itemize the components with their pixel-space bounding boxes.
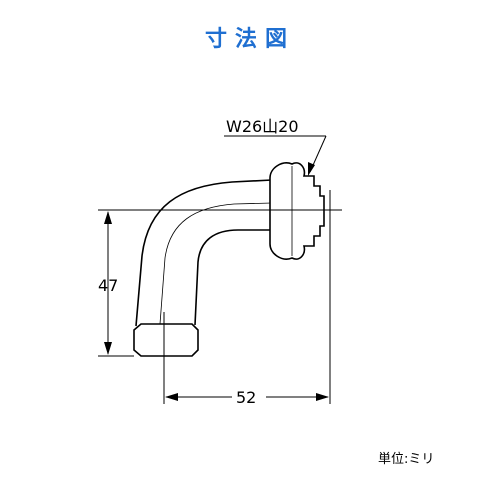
thread-label: W26山20	[226, 117, 299, 136]
width-arrow-left	[165, 393, 178, 401]
height-arrow-top	[104, 211, 112, 224]
height-arrow-bottom	[104, 342, 112, 355]
width-label-bg	[232, 385, 266, 407]
height-dimension-label: 47	[98, 276, 118, 295]
elbow-outer-contour	[135, 179, 273, 327]
elbow-bore-line	[159, 202, 273, 325]
thread-leader-arrow	[308, 162, 315, 176]
unit-label: 単位:ミリ	[378, 452, 435, 467]
page-title: 寸法図	[204, 27, 295, 52]
union-nut	[269, 162, 325, 260]
width-arrow-right	[316, 393, 329, 401]
width-dimension-label: 52	[236, 388, 256, 407]
bottom-nut	[133, 323, 199, 357]
elbow-inner-contour	[194, 229, 272, 326]
